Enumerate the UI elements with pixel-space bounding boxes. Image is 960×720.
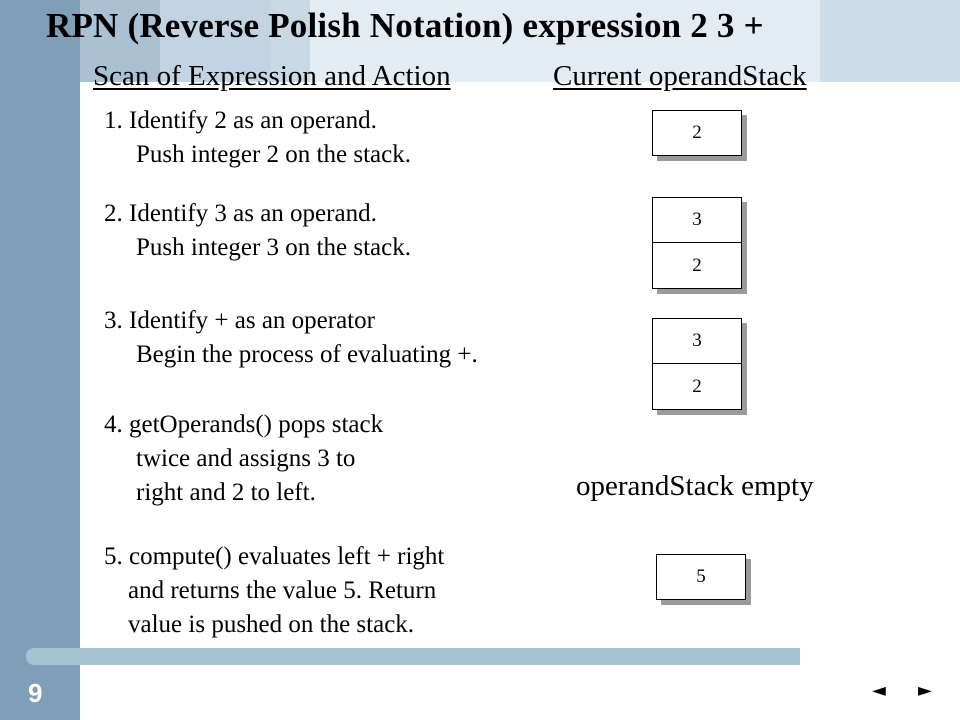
- step-5-line-1: 5. compute() evaluates left + right: [104, 543, 445, 570]
- page-number: 9: [28, 678, 43, 708]
- top-right-decoration: [820, 0, 960, 82]
- step-2: 2. Identify 3 as an operand. Push intege…: [104, 197, 411, 265]
- step-2-line-2: Push integer 3 on the stack.: [136, 234, 411, 261]
- stack-step-2: 3 2: [652, 197, 742, 289]
- step-5-line-2: and returns the value 5. Return: [128, 577, 437, 604]
- step-3-line-2: Begin the process of evaluating +.: [136, 341, 478, 368]
- stack-step-5: 5: [656, 554, 746, 600]
- step-5-line-3: value is pushed on the stack.: [128, 611, 415, 638]
- column-header-stack: Current operandStack: [553, 60, 807, 92]
- content-panel: [80, 82, 960, 720]
- stack-empty-label: operandStack empty: [576, 470, 814, 502]
- step-4-line-2: twice and assigns 3 to: [136, 445, 356, 472]
- step-4: 4. getOperands() pops stack twice and as…: [104, 408, 383, 510]
- stack-cell: 2: [652, 110, 742, 156]
- previous-slide-icon[interactable]: ◄: [872, 680, 886, 701]
- stack-step-3: 3 2: [652, 318, 742, 410]
- step-2-line-1: 2. Identify 3 as an operand.: [104, 200, 377, 227]
- stack-cell-bottom: 2: [652, 364, 742, 410]
- stack-cell-top: 3: [652, 318, 742, 364]
- column-header-expression: Scan of Expression and Action: [93, 60, 451, 92]
- top-block-decoration-light: [160, 0, 310, 82]
- stack-cell-top: 3: [652, 197, 742, 243]
- step-4-line-1: 4. getOperands() pops stack: [104, 411, 384, 438]
- step-3-line-1: 3. Identify + as an operator: [104, 307, 375, 334]
- step-1-line-1: 1. Identify 2 as an operand.: [104, 107, 377, 134]
- step-5: 5. compute() evaluates left + right and …: [104, 540, 444, 642]
- step-1: 1. Identify 2 as an operand. Push intege…: [104, 104, 411, 172]
- left-sidebar-decoration: [0, 0, 80, 720]
- stack-step-1: 2: [652, 110, 742, 156]
- step-3: 3. Identify + as an operator Begin the p…: [104, 304, 478, 372]
- step-4-line-3: right and 2 to left.: [136, 479, 316, 506]
- next-slide-icon[interactable]: ►: [918, 680, 932, 701]
- bottom-accent-bar: [26, 648, 800, 665]
- stack-cell: 5: [656, 554, 746, 600]
- step-1-line-2: Push integer 2 on the stack.: [136, 141, 411, 168]
- slide-title: RPN (Reverse Polish Notation) expression…: [46, 6, 764, 45]
- stack-cell-bottom: 2: [652, 243, 742, 289]
